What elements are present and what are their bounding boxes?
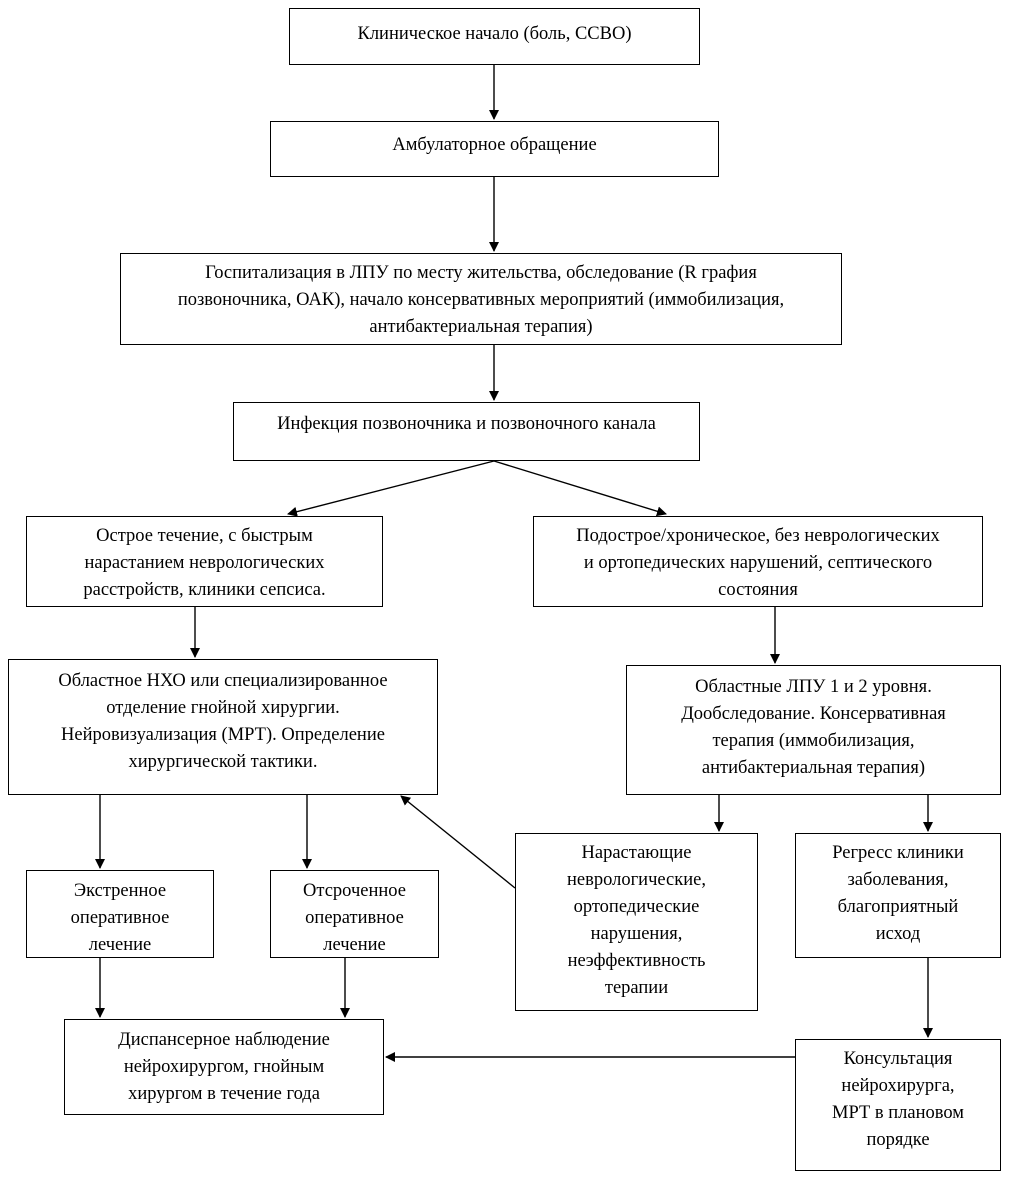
node-outpatient-visit: Амбулаторное обращение <box>270 121 719 177</box>
arrow-worsening-to-nho <box>400 795 516 889</box>
node-subacute-chronic: Подострое/хроническое, без неврологическ… <box>533 516 983 607</box>
node-regional-nho: Областное НХО или специализированное отд… <box>8 659 438 795</box>
node-delayed-surgery: Отсроченное оперативное лечение <box>270 870 439 958</box>
node-follow-up: Диспансерное наблюдение нейрохирургом, г… <box>64 1019 384 1115</box>
arrow-infection-to-subacute <box>493 460 667 517</box>
node-consultation: Консультация нейрохирурга, МРТ в планово… <box>795 1039 1001 1171</box>
node-emergency-surgery: Экстренное оперативное лечение <box>26 870 214 958</box>
node-spinal-infection: Инфекция позвоночника и позвоночного кан… <box>233 402 700 461</box>
node-worsening: Нарастающие неврологические, ортопедичес… <box>515 833 758 1011</box>
arrow-infection-to-acute <box>287 460 495 517</box>
node-regression: Регресс клиники заболевания, благоприятн… <box>795 833 1001 958</box>
node-clinical-onset: Клиническое начало (боль, ССВО) <box>289 8 700 65</box>
node-acute-course: Острое течение, с быстрым нарастанием не… <box>26 516 383 607</box>
node-hospitalization: Госпитализация в ЛПУ по месту жительства… <box>120 253 842 345</box>
node-regional-lpu: Областные ЛПУ 1 и 2 уровня. Дообследован… <box>626 665 1001 795</box>
